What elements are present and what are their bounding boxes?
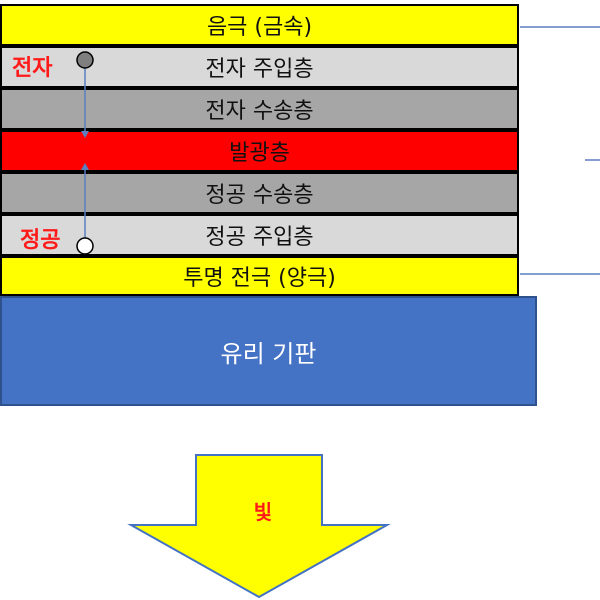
- layer-hole-injection-label: 정공 주입층: [205, 225, 314, 250]
- layer-anode: 투명 전극 (양극): [0, 256, 519, 296]
- light-arrow-icon: [127, 454, 391, 599]
- hole-arrowhead: [81, 163, 89, 170]
- hole-dot: [76, 237, 94, 255]
- layer-electron-injection: 전자 주입층: [0, 46, 519, 88]
- layer-electron-transport: 전자 수송층: [0, 88, 519, 130]
- layer-hole-transport: 정공 수송층: [0, 172, 519, 214]
- layer-electron-injection-label: 전자 주입층: [205, 57, 314, 82]
- layer-electron-transport-label: 전자 수송층: [205, 99, 314, 124]
- layer-emissive: 발광층: [0, 130, 519, 172]
- hole-label: 정공: [20, 228, 61, 253]
- layer-anode-label: 투명 전극 (양극): [183, 266, 336, 291]
- layer-cathode: 음극 (금속): [0, 4, 519, 46]
- layer-emissive-label: 발광층: [229, 141, 290, 166]
- electron-dot: [76, 51, 94, 69]
- light-label: 빛: [253, 500, 273, 524]
- electron-label: 전자: [12, 56, 53, 81]
- glass-substrate: 유리 기판: [0, 296, 537, 406]
- layer-cathode-label: 음극 (금속): [206, 15, 313, 40]
- layer-hole-transport-label: 정공 수송층: [205, 183, 314, 208]
- glass-substrate-label: 유리 기판: [220, 339, 317, 368]
- electron-arrowhead: [81, 131, 89, 138]
